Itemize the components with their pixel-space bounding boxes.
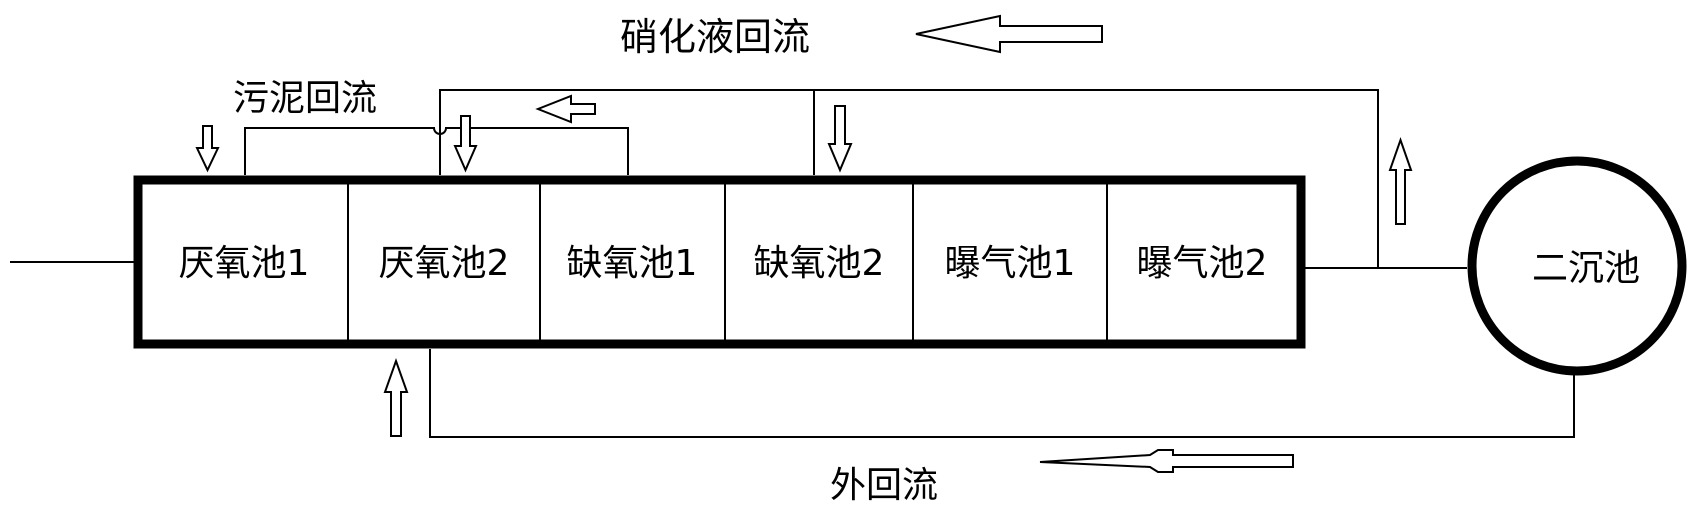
tank-label: 曝气池1 [945, 243, 1076, 284]
tank-block-border [133, 175, 1306, 349]
arrow-down-icon [195, 125, 220, 173]
external-return-label: 外回流 [830, 465, 938, 506]
arrow-left-icon [915, 14, 1103, 54]
arrow-left-icon [1039, 449, 1294, 473]
tank-label: 曝气池2 [1137, 243, 1268, 284]
external-return-line [429, 349, 1575, 438]
clarifier-circle [1467, 156, 1687, 376]
tank-label: 厌氧池1 [179, 243, 310, 284]
nitrate-return-label: 硝化液回流 [620, 15, 810, 59]
arrow-up-icon [1388, 136, 1413, 225]
arrow-left-icon [535, 94, 596, 124]
tank-label: 厌氧池2 [379, 243, 510, 284]
tank-label: 缺氧池2 [754, 243, 885, 284]
arrow-down-icon [453, 115, 478, 173]
tank-label: 缺氧池1 [567, 243, 698, 284]
arrow-up-icon [383, 358, 409, 437]
clarifier-label: 二沉池 [1532, 248, 1640, 289]
sludge-return-line [244, 127, 629, 175]
nitrate-return-line [439, 89, 1379, 268]
arrow-down-icon [827, 105, 853, 173]
sludge-return-label: 污泥回流 [233, 78, 377, 119]
